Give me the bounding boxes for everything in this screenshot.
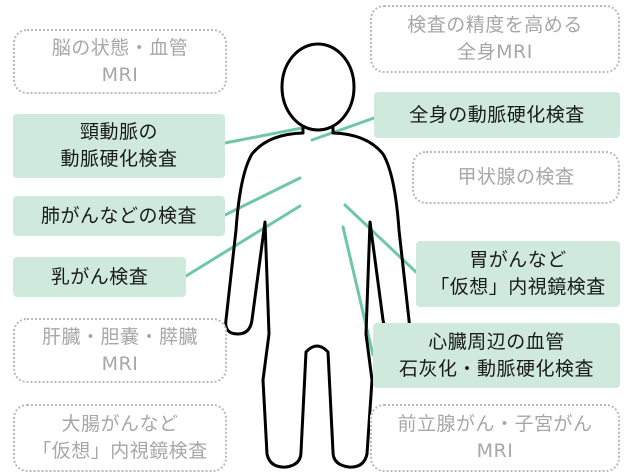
connector-lung (223, 176, 302, 217)
wholebody-line2: 全身MRI (457, 41, 533, 63)
liver-line2: MRI (101, 352, 139, 375)
arterial-box: 全身の動脈硬化検査 (374, 92, 620, 138)
heart-line2: 石灰化・動脈硬化検査 (398, 357, 594, 380)
stomach-line1: 胃がんなど (469, 249, 567, 271)
brain-mri-box: 脳の状態・血管 MRI (13, 29, 227, 94)
connector-breast (184, 204, 302, 278)
breast-label: 乳がん検査 (50, 265, 149, 288)
lung-box: 肺がんなどの検査 (13, 196, 225, 236)
brain-mri-line2: MRI (101, 63, 139, 86)
connector-stomach (343, 203, 418, 274)
prostate-line2: MRI (476, 440, 514, 462)
brain-mri-line1: 脳の状態・血管 (51, 36, 189, 59)
carotid-line1: 頸動脈の (79, 121, 158, 143)
thyroid-box: 甲状腺の検査 (412, 151, 620, 204)
heart-line1: 心臓周辺の血管 (428, 330, 565, 353)
carotid-box: 頸動脈の 動脈硬化検査 (13, 114, 225, 178)
colon-box: 大腸がんなど 「仮想」内視鏡検査 (13, 404, 227, 472)
thyroid-label: 甲状腺の検査 (457, 166, 575, 188)
colon-line2: 「仮想」内視鏡検査 (32, 440, 208, 462)
breast-box: 乳がん検査 (13, 257, 186, 297)
head (280, 42, 356, 132)
prostate-line1: 前立腺がん・子宮がん (397, 413, 593, 435)
wholebody-line1: 検査の精度を高める (407, 14, 583, 36)
arterial-label: 全身の動脈硬化検査 (409, 103, 585, 126)
heart-box: 心臓周辺の血管 石灰化・動脈硬化検査 (373, 323, 620, 388)
lung-label: 肺がんなどの検査 (40, 204, 197, 227)
connector-arterial (310, 116, 376, 142)
stomach-line2: 「仮想」内視鏡検査 (430, 276, 606, 298)
human-figure (224, 42, 411, 469)
connector-heart (341, 225, 375, 357)
liver-line1: 肝臓・胆嚢・膵臓 (41, 325, 198, 348)
liver-mri-box: 肝臓・胆嚢・膵臓 MRI (13, 318, 227, 383)
prostate-box: 前立腺がん・子宮がん MRI (370, 404, 620, 472)
body-outline (224, 125, 411, 469)
carotid-line2: 動脈硬化検査 (60, 148, 178, 170)
stomach-box: 胃がんなど 「仮想」内視鏡検査 (416, 241, 620, 307)
colon-line1: 大腸がんなど (61, 413, 179, 435)
connector-carotid (223, 126, 304, 145)
wholebody-mri-box: 検査の精度を高める 全身MRI (370, 5, 620, 73)
